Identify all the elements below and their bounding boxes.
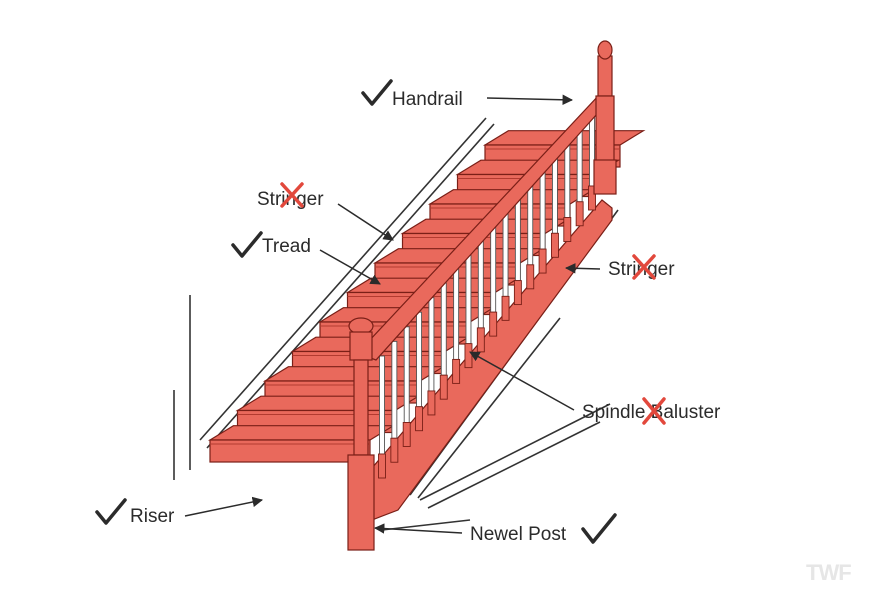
twf-watermark: TWF (806, 560, 852, 585)
spindle (501, 209, 510, 321)
cross-icon (632, 254, 656, 280)
spindle (489, 224, 498, 337)
spindle (378, 355, 386, 479)
spindle (464, 253, 473, 369)
spindle (415, 311, 424, 432)
check-icon (581, 513, 617, 544)
spindle-arrow (469, 351, 575, 411)
spindle (575, 122, 584, 227)
cross-icon (642, 397, 666, 425)
check-icon (231, 231, 263, 258)
stringer-right-arrow (564, 263, 601, 274)
label-newel-post: Newel Post (470, 524, 567, 545)
cross-icon (280, 182, 304, 208)
spindle (390, 340, 399, 463)
spindle (550, 151, 559, 258)
check-icon (95, 498, 127, 525)
stair-tread (235, 395, 421, 412)
spindle-balusters (378, 107, 596, 479)
annotation-arrows (184, 94, 601, 534)
spindle (563, 136, 572, 242)
spindle (452, 268, 461, 384)
handrail-arrow (486, 94, 574, 106)
newel-arrow (373, 523, 463, 534)
spindle (588, 107, 596, 211)
stringer-left-arrow (337, 203, 394, 241)
label-tread: Tread (262, 236, 311, 257)
spindle (476, 238, 485, 353)
spindle (427, 297, 436, 416)
top-newel-post (593, 40, 617, 195)
label-handrail: Handrail (392, 89, 463, 110)
stair-riser (209, 439, 371, 463)
spindle (439, 282, 448, 400)
spindle (538, 165, 547, 274)
spindle (526, 180, 535, 290)
bottom-newel-post (347, 317, 375, 551)
riser-arrow (184, 496, 264, 517)
label-riser: Riser (130, 506, 175, 527)
spindle (513, 195, 522, 306)
tread-arrow (319, 249, 381, 285)
spindle (402, 326, 411, 447)
check-icon (361, 79, 393, 106)
